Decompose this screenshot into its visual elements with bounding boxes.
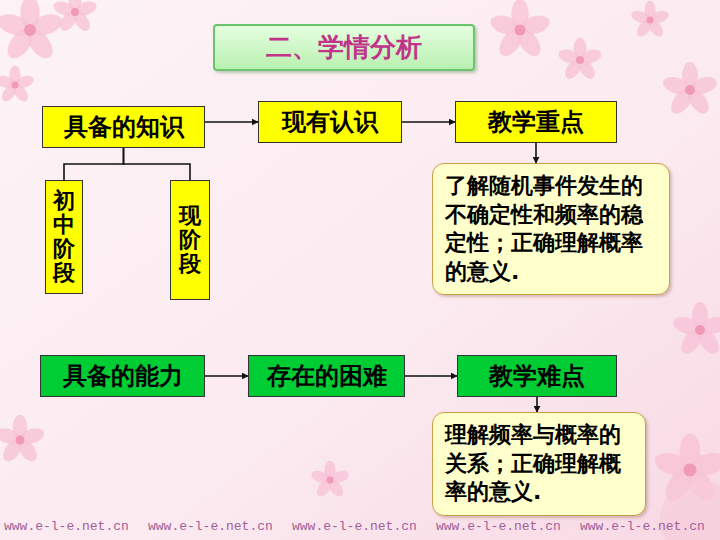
node-text: 了解随机事件发生的不确定性和频率的稳定性；正确理解概率的意义.	[445, 172, 657, 286]
difficult-point-box: 教学难点	[457, 355, 617, 397]
connector	[205, 121, 258, 123]
node-text: 现阶段	[179, 204, 201, 277]
knowledge-box: 具备的知识	[42, 106, 205, 148]
node-text: 初中阶段	[53, 189, 75, 286]
blossom	[661, 62, 719, 117]
connector	[536, 397, 538, 412]
stage-box: 初中阶段	[45, 180, 83, 294]
blossom	[310, 460, 351, 499]
node-text: 具备的能力	[63, 360, 183, 392]
note-box: 理解频率与概率的关系；正确理解概率的意义.	[432, 412, 646, 516]
connector	[124, 148, 191, 180]
blossom	[0, 415, 46, 465]
connector	[64, 148, 124, 180]
node-text: 现有认识	[282, 106, 378, 138]
blossom	[0, 65, 35, 104]
node-text: 理解频率与概率的关系；正确理解概率的意义.	[445, 421, 633, 507]
focus-box: 教学重点	[455, 101, 617, 143]
blossom	[52, 0, 99, 34]
blossom	[488, 0, 552, 60]
node-text: 教学难点	[489, 360, 585, 392]
watermark: www.e-l-e.net.cn	[580, 519, 705, 534]
title-banner: 二、学情分析	[213, 24, 475, 71]
watermark: www.e-l-e.net.cn	[436, 519, 561, 534]
stage-box: 现阶段	[170, 180, 210, 300]
title-text: 二、学情分析	[266, 30, 422, 65]
ability-box: 具备的能力	[40, 355, 205, 397]
difficulty-box: 存在的困难	[248, 355, 405, 397]
connector	[205, 375, 248, 377]
connector	[405, 375, 457, 377]
watermark: www.e-l-e.net.cn	[4, 519, 129, 534]
node-text: 具备的知识	[64, 111, 184, 143]
node-text: 存在的困难	[267, 360, 387, 392]
cognition-box: 现有认识	[258, 101, 402, 143]
watermark: www.e-l-e.net.cn	[292, 519, 417, 534]
blossom	[557, 38, 604, 82]
blossom	[630, 0, 671, 39]
watermark: www.e-l-e.net.cn	[148, 519, 273, 534]
node-text: 教学重点	[488, 106, 584, 138]
connector	[535, 143, 537, 163]
note-box: 了解随机事件发生的不确定性和频率的稳定性；正确理解概率的意义.	[432, 163, 670, 295]
connector	[402, 121, 455, 123]
blossom	[671, 302, 720, 357]
